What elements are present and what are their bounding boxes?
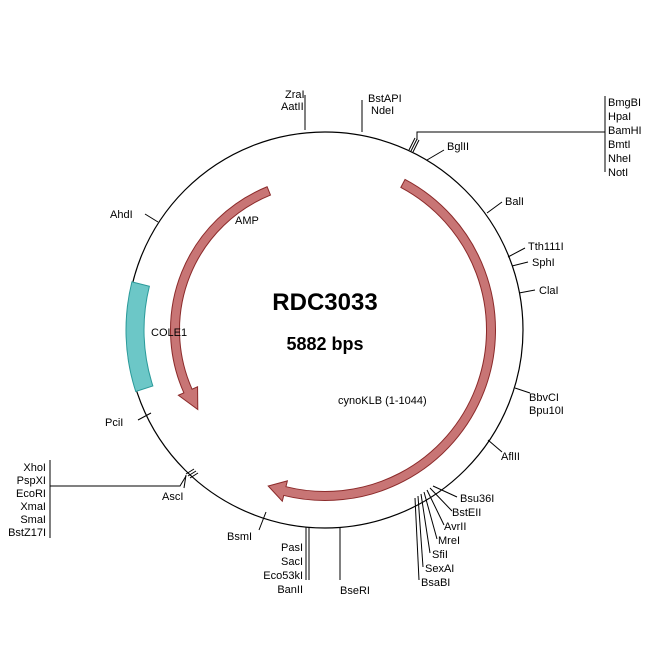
site-ndei: NdeI: [371, 105, 394, 117]
site-hpai: HpaI: [608, 111, 631, 123]
site-leader-mcs-left: [50, 475, 187, 487]
site-tick-avrii: [426, 489, 445, 526]
site-tick-bsabi: [414, 497, 420, 581]
site-tick-mcs-left-2: [187, 470, 197, 477]
site-tick-sphi: [511, 261, 529, 267]
site-eco53ki: Eco53kI: [263, 570, 303, 582]
site-tick-mrei: [423, 491, 438, 540]
site-tick-bsmi: [258, 511, 267, 531]
feature-arc-amp: [170, 186, 272, 411]
site-sphi: SphI: [532, 257, 555, 269]
site-tick-mcs-2: [410, 138, 418, 152]
site-asci: AscI: [162, 491, 183, 503]
site-tick-mcs-left-3: [189, 472, 199, 479]
site-smai: SmaI: [20, 514, 46, 526]
site-leader-mcs-right: [416, 131, 605, 140]
site-tick-bsu36i: [432, 485, 458, 498]
site-bmti: BmtI: [608, 139, 631, 151]
site-tick-bsteii: [429, 487, 453, 512]
site-tick-bglii: [426, 149, 445, 161]
site-bpu10i: Bpu10I: [529, 405, 564, 417]
site-tick-aflii: [487, 439, 503, 453]
site-avrii: AvrII: [444, 521, 466, 533]
site-bbvci: BbvCI: [529, 392, 559, 404]
site-sexai: SexAI: [425, 563, 454, 575]
site-bstapi: BstAPI: [368, 93, 402, 105]
site-tick-sfii: [420, 493, 431, 554]
site-tick-sexai: [417, 495, 424, 568]
site-bamhi: BamHI: [608, 125, 642, 137]
site-nhei: NheI: [608, 153, 631, 165]
site-bsabi: BsaBI: [421, 577, 450, 589]
feature-label-cynoklb: cynoKLB (1-1044): [338, 395, 427, 407]
site-pcii: PciI: [105, 417, 123, 429]
site-bali: BalI: [505, 196, 524, 208]
site-pspxi: PspXI: [17, 475, 46, 487]
plasmid-name: RDC3033: [272, 289, 377, 316]
site-xmai: XmaI: [20, 501, 46, 513]
site-tick-bali: [486, 201, 503, 214]
site-mrei: MreI: [438, 535, 460, 547]
feature-arc-cole1: [125, 281, 154, 393]
site-clai: ClaI: [539, 285, 559, 297]
site-ahdi: AhdI: [110, 209, 133, 221]
site-tick-clai: [518, 289, 536, 294]
site-bseri: BseRI: [340, 585, 370, 597]
site-tick-tth111i: [507, 247, 526, 258]
site-xhoi: XhoI: [23, 462, 46, 474]
site-tick-ahdi: [144, 213, 159, 223]
plasmid-size: 5882 bps: [286, 334, 363, 354]
feature-arc-cynoklb: [267, 178, 496, 503]
site-tick-pcii: [137, 412, 152, 421]
site-aflii: AflII: [501, 451, 520, 463]
site-bsmi: BsmI: [227, 531, 252, 543]
site-sfii: SfiI: [432, 549, 448, 561]
feature-layer: [125, 178, 496, 503]
site-bmgbi: BmgBI: [608, 97, 641, 109]
site-bsteii: BstEII: [452, 507, 481, 519]
site-tth111i: Tth111I: [528, 241, 564, 253]
site-bsu36i: Bsu36I: [460, 493, 494, 505]
site-pasi: PasI: [281, 542, 303, 554]
site-ecori: EcoRI: [16, 488, 46, 500]
site-aatii: AatII: [281, 101, 304, 113]
site-tick-mcs-left-1: [185, 468, 195, 475]
feature-label-cole1: COLE1: [151, 327, 187, 339]
feature-label-amp: AMP: [235, 215, 259, 227]
site-tick-mcs-3: [412, 139, 420, 153]
site-banii: BanII: [277, 584, 303, 596]
site-saci: SacI: [281, 556, 303, 568]
site-zrai: ZraI: [285, 89, 305, 101]
site-tick-bbvci: [514, 387, 531, 394]
site-bstz17i: BstZ17I: [8, 527, 46, 539]
site-bglii: BglII: [447, 141, 469, 153]
site-tick-mcs-1: [408, 137, 416, 151]
site-noti: NotI: [608, 167, 628, 179]
